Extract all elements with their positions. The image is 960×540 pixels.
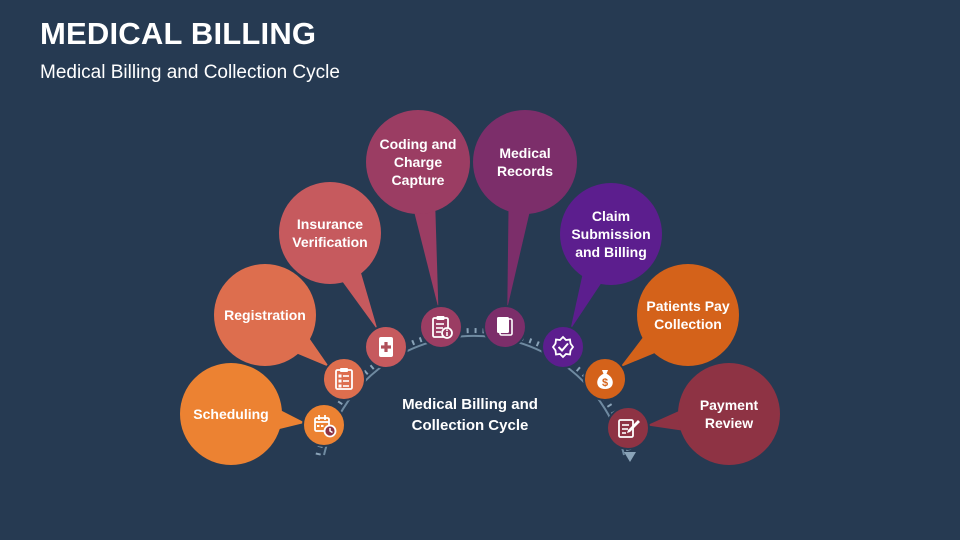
- bubble-pointer: [646, 409, 686, 432]
- step-label-calendar-clock: Scheduling: [193, 405, 269, 422]
- step-label-clipboard-info: Coding and Charge Capture: [379, 135, 457, 189]
- step-bubble: [366, 110, 470, 214]
- bubble-pointer: [507, 206, 531, 309]
- money-bag-icon: $: [583, 357, 627, 401]
- step-label-medical-card: Insurance Verification: [292, 215, 368, 250]
- bubble-pointer: [413, 206, 439, 309]
- arc-end-arrow: [624, 452, 636, 462]
- step-bubble: [214, 264, 316, 366]
- step-bubble: [180, 363, 282, 465]
- clipboard-info-icon: [419, 305, 463, 349]
- step-label-edit-document: Payment Review: [699, 396, 759, 431]
- step-bubble: [279, 182, 381, 284]
- check-badge-icon: [541, 325, 585, 369]
- bubble-pointer: [274, 408, 306, 431]
- page-title: MEDICAL BILLING: [40, 16, 317, 51]
- step-bubble: [473, 110, 577, 214]
- step-label-clipboard-checklist: Registration: [224, 306, 306, 323]
- edit-document-icon: [606, 406, 650, 450]
- svg-text:$: $: [602, 377, 608, 389]
- step-label-money-bag: Patients Pay Collection: [646, 297, 730, 332]
- step-bubble: [560, 183, 662, 285]
- bubble-pointer: [339, 268, 378, 330]
- step-label-documents: Medical Records: [496, 144, 554, 179]
- step-label-check-badge: Claim Submission and Billing: [571, 207, 651, 261]
- clipboard-checklist-icon: [322, 357, 366, 401]
- bubble-pointer: [570, 271, 604, 330]
- step-bubble: [678, 363, 780, 465]
- calendar-clock-icon: [302, 403, 346, 447]
- step-bubble: [637, 264, 739, 366]
- center-label: Medical Billing and Collection Cycle: [402, 396, 538, 434]
- page-subtitle: Medical Billing and Collection Cycle: [40, 62, 340, 83]
- medical-card-icon: [364, 325, 408, 369]
- documents-icon: [483, 305, 527, 349]
